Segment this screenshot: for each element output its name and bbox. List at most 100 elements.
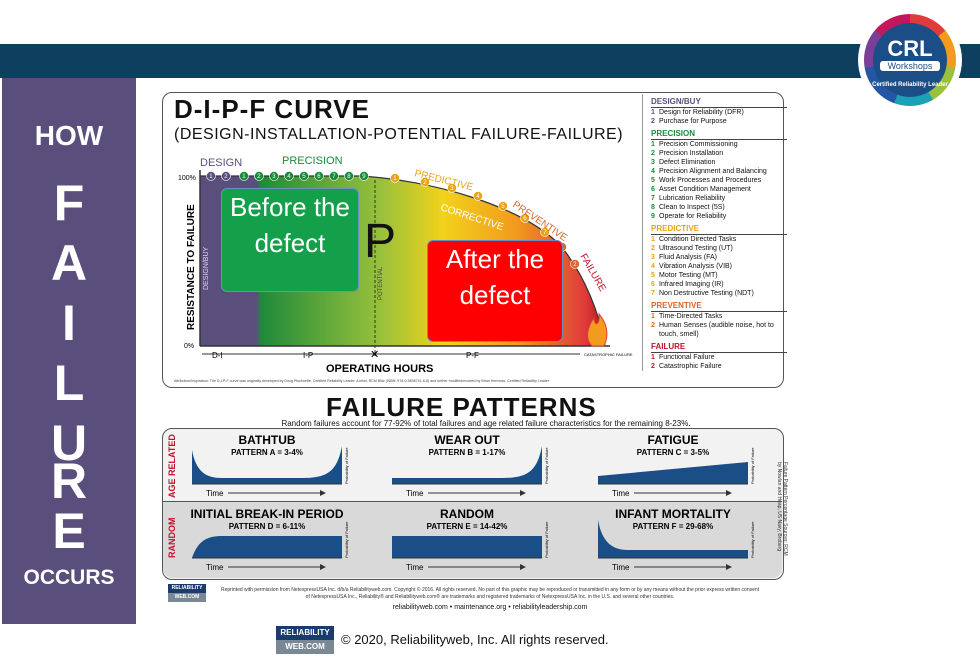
legend-item-label: Ultrasound Testing (UT) [659, 245, 733, 252]
curve-dot [540, 227, 550, 237]
curve-dot [329, 171, 339, 181]
rw-logo-small-top: RELIABILITY [171, 585, 203, 591]
legend-item: 1 Condition Directed Tasks [651, 235, 787, 244]
curve-dot [221, 171, 231, 181]
time-label: Time [206, 489, 224, 498]
legend-heading: FAILURE [651, 342, 787, 353]
legend-item-number: 2 [651, 322, 655, 329]
copyright-text: © 2020, Reliabilityweb, Inc. All rights … [341, 632, 609, 647]
curve-dot [359, 171, 369, 181]
curve-dot [314, 171, 324, 181]
rw-logo-small-bottom: WEB.COM [168, 593, 206, 602]
curve-dot [284, 171, 294, 181]
curve-dot-number: 6 [317, 174, 321, 180]
probability-label: Probability of Failure [750, 447, 755, 484]
legend-item-number: 4 [651, 168, 655, 175]
rw-logo-bottom: WEB.COM [276, 640, 334, 654]
probability-label: Probability of Failure [344, 521, 349, 558]
curve-dot-number: 1 [393, 176, 397, 182]
legend-item-number: 1 [651, 236, 655, 243]
time-arrowhead [726, 490, 732, 496]
probability-label: Probability of Failure [544, 521, 549, 558]
probability-label: Probability of Failure [544, 447, 549, 484]
letter-e: E [52, 503, 86, 559]
curve-dot [498, 201, 508, 211]
legend-item-label: Precision Commissioning [659, 141, 738, 148]
legend-item-label: Condition Directed Tasks [659, 236, 737, 243]
pattern-name: WEAR OUT [434, 433, 500, 447]
curve-dot-number: 3 [450, 186, 454, 192]
curve-dot-number: 2 [573, 262, 577, 268]
fire-icon [587, 312, 608, 347]
legend-item-number: 3 [651, 159, 655, 166]
legend-item-label: Catastrophic Failure [659, 363, 722, 370]
legend-item-number: 7 [651, 195, 655, 202]
legend-item-label: Non Destructive Testing (NDT) [659, 290, 754, 297]
curve-dot [520, 213, 530, 223]
legend-item-number: 5 [651, 177, 655, 184]
curve-dot [447, 183, 457, 193]
legend-item-label: Precision Alignment and Balancing [659, 168, 767, 175]
curve-dot-number: 3 [272, 174, 276, 180]
crl-cert-text: Certified Reliability Leader [872, 82, 948, 88]
legend-item-label: Time-Directed Tasks [659, 313, 723, 320]
time-arrowhead [520, 564, 526, 570]
time-arrowhead [726, 564, 732, 570]
curve-dot-number: 1 [209, 174, 213, 180]
legend-item-label: Motor Testing (MT) [659, 272, 718, 279]
legend-item-number: 1 [651, 109, 655, 116]
curve-dot-number: 2 [257, 174, 261, 180]
curve-dot-number: 5 [302, 174, 306, 180]
curve-dot [206, 171, 216, 181]
probability-label: Probability of Failure [344, 447, 349, 484]
curve-dot-number: 1 [242, 174, 246, 180]
legend-item-label: Precision Installation [659, 150, 724, 157]
pattern-percent: PATTERN E = 14-42% [427, 522, 508, 531]
y-bottom-label: 0% [184, 343, 194, 350]
letter-r: R [50, 453, 88, 509]
reprint-notice: Reprinted with permission from Netexpres… [220, 587, 760, 600]
curve-dot-number: 6 [523, 216, 527, 222]
crl-logo-text: CRL [887, 36, 933, 61]
time-label: Time [406, 563, 424, 572]
legend-item-number: 6 [651, 186, 655, 193]
legend-item: 4 Precision Alignment and Balancing [651, 167, 787, 176]
time-label: Time [406, 489, 424, 498]
legend-heading: PREVENTIVE [651, 301, 787, 312]
legend-item-label: Clean to Inspect (5S) [659, 204, 725, 211]
pattern-name: INITIAL BREAK-IN PERIOD [190, 507, 343, 521]
before-defect-callout: Before the defect [221, 188, 359, 292]
pattern-curve [598, 462, 748, 484]
curve-dot [254, 171, 264, 181]
letter-u: U [50, 415, 88, 471]
legend-item-label: Purchase for Purpose [659, 118, 727, 125]
curve-dot-number: 4 [287, 174, 291, 180]
time-arrowhead [320, 564, 326, 570]
legend-item-number: 4 [651, 263, 655, 270]
interval-ip: I-P [303, 351, 313, 360]
time-label: Time [612, 489, 630, 498]
side-banner: HOW F A I L U R E OCCURS [2, 78, 136, 624]
crl-logo: CRL Workshops Certified Reliability Lead… [858, 8, 962, 112]
how-label: HOW [34, 120, 104, 151]
x-cross-mark: ✕ [370, 349, 379, 361]
legend-item-number: 2 [651, 245, 655, 252]
legend-item-number: 2 [651, 118, 655, 125]
pattern-name: INFANT MORTALITY [615, 507, 731, 521]
pattern-curve [392, 446, 542, 484]
letter-i: I [62, 295, 76, 351]
legend-item-number: 2 [651, 363, 655, 370]
